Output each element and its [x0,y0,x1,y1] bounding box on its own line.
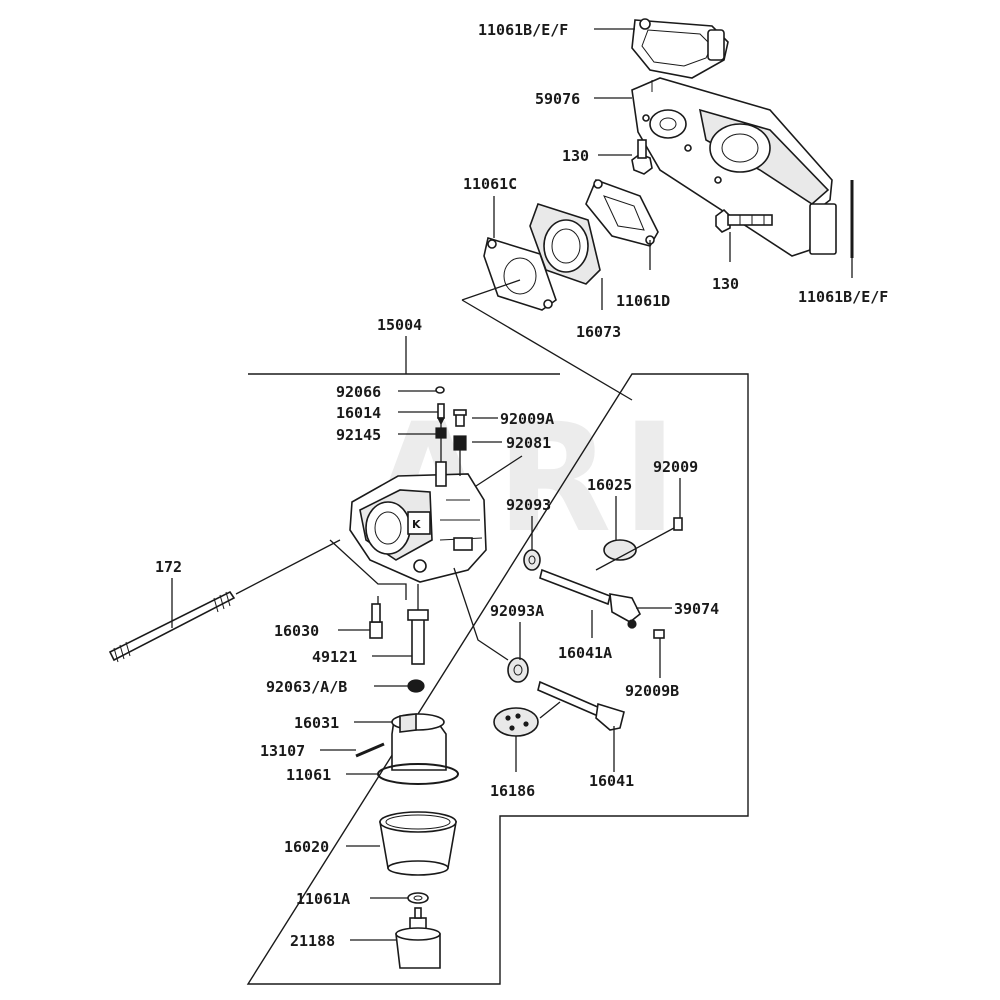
part-92066 [435,386,445,394]
svg-text:K: K [412,518,421,531]
leader-lines [171,28,853,941]
bolt-130-a [631,139,653,175]
label-11061: 11061 [286,766,331,784]
label-21188: 21188 [290,932,335,950]
label-16041a: 16041A [558,644,612,662]
screw-92009 [673,517,683,531]
seal-92063 [407,679,425,693]
gasket-11061c [483,236,557,311]
label-16014: 16014 [336,404,381,422]
label-11061d: 11061D [616,292,670,310]
alignment-line-body [329,455,523,600]
label-92009: 92009 [653,458,698,476]
carburetor-body: K [349,461,487,583]
label-92066: 92066 [336,383,381,401]
solenoid-21188 [395,907,441,969]
alignment-line-intake [461,279,633,401]
label-15004: 15004 [377,316,422,334]
shaft-16041a [539,568,611,606]
alignment-line-choke [453,567,509,661]
lever-39074 [609,593,642,629]
washer-92093 [523,549,541,571]
label-92093: 92093 [506,496,551,514]
float-16031 [391,713,447,771]
screw-92009b [653,629,665,639]
gasket-11061d [585,178,659,247]
bushing-92093a [507,657,529,683]
label-92009a: 92009A [500,410,554,428]
gasket-11061bef-top [631,18,729,79]
pin-13107 [355,742,385,758]
alignment-line-172 [235,539,341,595]
jet-16030 [369,603,383,639]
label-92009b: 92009B [625,682,679,700]
screw-92009a [453,409,467,427]
label-49121: 49121 [312,648,357,666]
spacer-16073 [529,203,601,285]
label-59076: 59076 [535,90,580,108]
shaft-16041 [537,680,625,731]
label-11061bef-top: 11061B/E/F [478,21,568,39]
label-92145: 92145 [336,426,381,444]
tube-49121 [407,609,429,665]
label-130-a: 130 [562,147,589,165]
spring-92081 [453,435,467,451]
label-172: 172 [155,558,182,576]
label-11061bef-right: 11061B/E/F [798,288,888,306]
part-16014 [437,403,445,426]
label-92081: 92081 [506,434,551,452]
label-11061c: 11061C [463,175,517,193]
alignment-line-16186 [539,701,561,719]
plate-16025 [603,539,637,561]
label-16073: 16073 [576,323,621,341]
label-16041: 16041 [589,772,634,790]
plate-16186 [493,707,539,737]
assembly-boundary [246,373,749,985]
label-16030: 16030 [274,622,319,640]
gasket-11061a [407,892,429,904]
label-92063: 92063/A/B [266,678,347,696]
bowl-16020 [379,811,457,876]
label-16031: 16031 [294,714,339,732]
label-130-b: 130 [712,275,739,293]
label-16186: 16186 [490,782,535,800]
axis-16025 [595,527,675,571]
label-16025: 16025 [587,476,632,494]
label-11061a: 11061A [296,890,350,908]
label-92093a: 92093A [490,602,544,620]
label-13107: 13107 [260,742,305,760]
intake-manifold-59076 [631,77,837,257]
label-16020: 16020 [284,838,329,856]
bolt-130-b [715,208,773,233]
label-39074: 39074 [674,600,719,618]
